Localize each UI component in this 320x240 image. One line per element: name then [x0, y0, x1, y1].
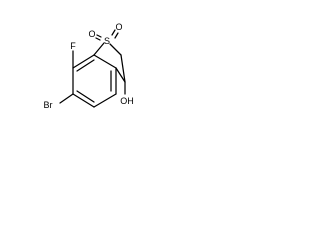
- bond-c6-c1: [72, 93, 95, 108]
- bond-s-o2-a: [111, 29, 116, 36]
- chemical-structure-diagram: Br F S O O OH: [44, 22, 134, 110]
- bond-s-o1-a: [95, 37, 101, 41]
- bond-c3-c4: [93, 54, 117, 69]
- bond-s-o2-b: [114, 32, 119, 39]
- bond-inner-c6-c1: [76, 90, 95, 103]
- bond-c2-c3: [72, 54, 95, 69]
- bond-inner-c2-c3: [76, 59, 95, 72]
- bond-s-o1-b: [96, 34, 102, 38]
- sulfur-label: S: [104, 36, 110, 46]
- bond-c5-c6: [93, 93, 117, 108]
- bond-c3-s: [93, 42, 105, 56]
- bond-s-ch2: [109, 43, 122, 56]
- bond-ch2-choh: [120, 54, 126, 83]
- bromine-label: Br: [44, 100, 53, 110]
- oxygen-label-right: O: [115, 22, 122, 32]
- hydroxyl-label: OH: [120, 96, 134, 106]
- oxygen-label-left: O: [88, 29, 95, 39]
- bond-choh-c4: [115, 67, 126, 83]
- fluorine-label: F: [70, 41, 76, 51]
- bond-c1-br: [59, 93, 74, 104]
